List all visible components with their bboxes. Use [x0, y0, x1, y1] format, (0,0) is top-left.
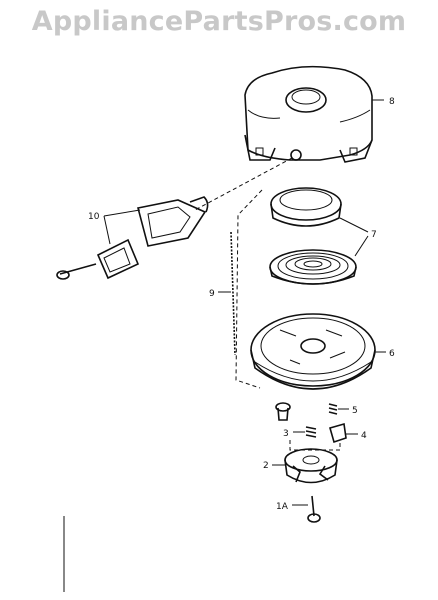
pulley-part — [250, 313, 376, 390]
small-spring-part — [328, 403, 338, 415]
label-4: 4 — [361, 431, 367, 441]
label-3: 3 — [283, 429, 289, 439]
starter-rope-part — [230, 231, 236, 356]
brake-spring-part — [305, 426, 317, 438]
pawl-part — [329, 422, 347, 444]
label-1a: 1A — [276, 502, 289, 512]
label-8: 8 — [389, 97, 395, 107]
label-5: 5 — [352, 406, 358, 416]
screw-part — [307, 495, 321, 523]
pulley-cover-part — [270, 187, 342, 227]
label-10: 10 — [88, 212, 100, 222]
housing-part — [244, 65, 373, 163]
starter-handle-part — [56, 196, 209, 280]
center-bolt-part — [275, 402, 291, 421]
recoil-spring-part — [269, 249, 357, 285]
starter-cup-part — [284, 448, 338, 484]
label-2: 2 — [263, 461, 269, 471]
label-6: 6 — [389, 349, 395, 359]
watermark: AppliancePartsPros.com — [31, 6, 407, 37]
label-9: 9 — [209, 289, 215, 299]
label-7: 7 — [371, 230, 377, 240]
